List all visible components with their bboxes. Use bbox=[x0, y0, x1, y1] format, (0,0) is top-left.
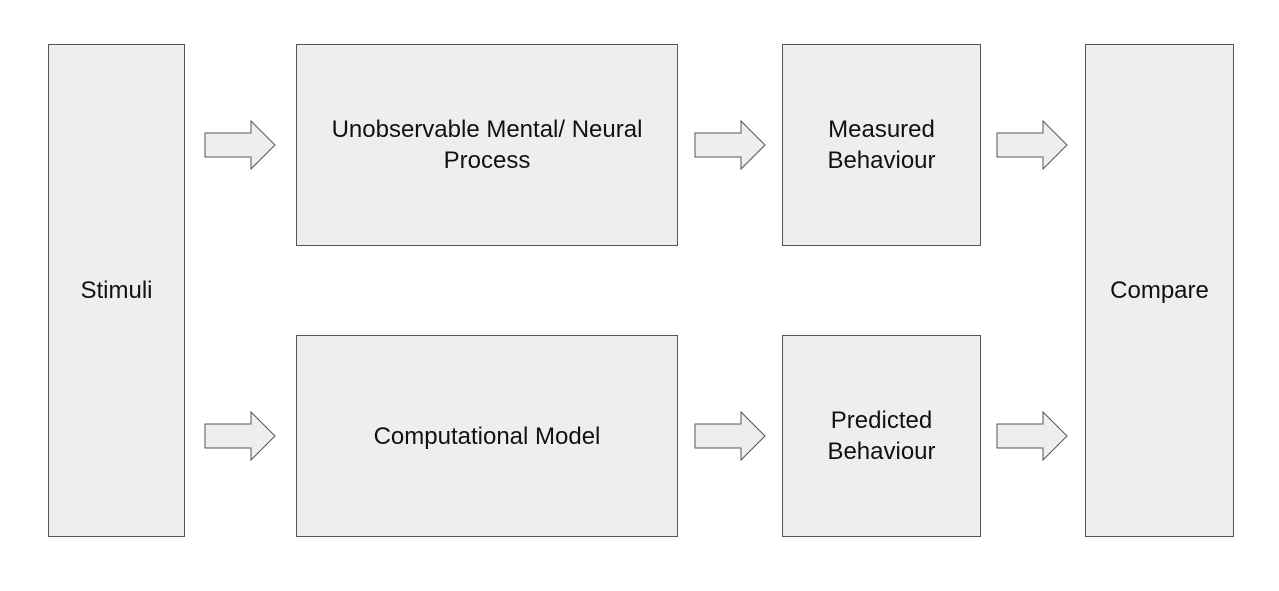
arrow-model-to-predicted-icon bbox=[694, 410, 766, 462]
stimuli-box: Stimuli bbox=[48, 44, 185, 537]
predicted-behaviour-label: Predicted Behaviour bbox=[827, 407, 936, 465]
stimuli-label: Stimuli bbox=[80, 277, 153, 304]
arrow-measured-to-compare-icon bbox=[996, 119, 1068, 171]
compare-box: Compare bbox=[1085, 44, 1234, 537]
computational-model-label: Computational Model bbox=[373, 422, 601, 450]
predicted-behaviour-box: Predicted Behaviour bbox=[782, 335, 981, 537]
arrow-predicted-to-compare-icon bbox=[996, 410, 1068, 462]
arrow-process-to-measured-icon bbox=[694, 119, 766, 171]
compare-label: Compare bbox=[1110, 277, 1209, 304]
unobservable-process-label: Unobservable Mental/ Neural Process bbox=[331, 116, 643, 174]
arrow-stimuli-to-process-icon bbox=[204, 119, 276, 171]
unobservable-process-box: Unobservable Mental/ Neural Process bbox=[296, 44, 678, 246]
measured-behaviour-box: Measured Behaviour bbox=[782, 44, 981, 246]
arrow-stimuli-to-model-icon bbox=[204, 410, 276, 462]
measured-behaviour-label: Measured Behaviour bbox=[827, 116, 936, 174]
computational-model-box: Computational Model bbox=[296, 335, 678, 537]
